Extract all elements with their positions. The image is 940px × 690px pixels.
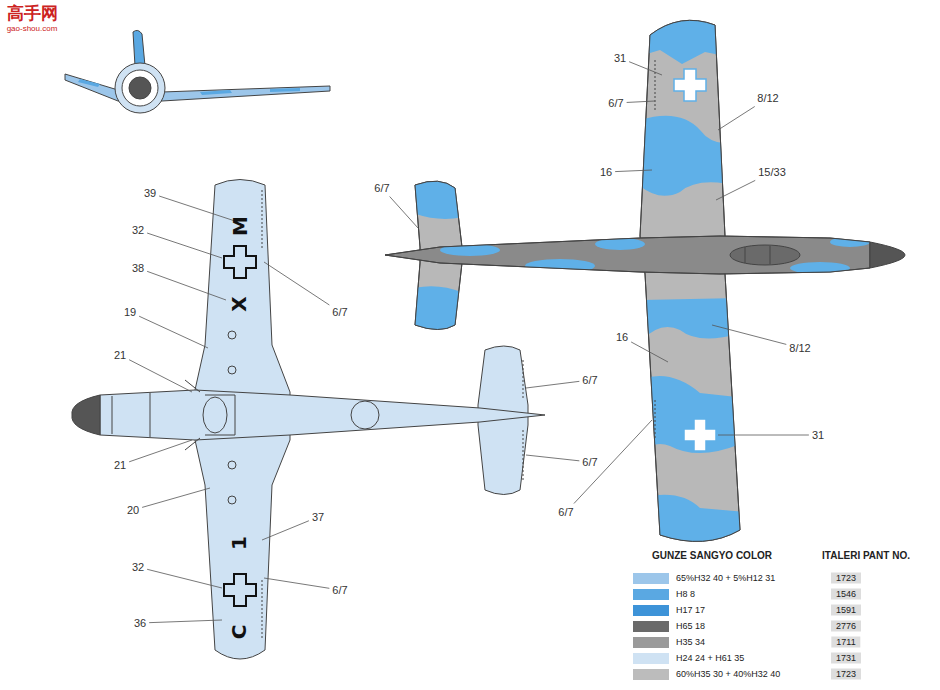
- leader-line: [159, 196, 238, 222]
- legend-text: 60%H35 30 + 40%H32 40: [676, 670, 780, 679]
- callout-number: 32: [132, 562, 144, 573]
- callout-number: 6/7: [582, 457, 597, 468]
- paint-number: 1731: [831, 653, 861, 664]
- color-swatch: [633, 621, 669, 632]
- paint-number: 1723: [831, 573, 861, 584]
- color-swatch: [633, 605, 669, 616]
- callout-number: 20: [127, 505, 139, 516]
- insignia-letter: C: [229, 625, 249, 640]
- paint-number: 2776: [831, 621, 861, 632]
- leader-line: [718, 435, 809, 436]
- legend-header: ITALERI PANT NO.: [822, 551, 910, 561]
- paint-number: 1546: [831, 589, 861, 600]
- callout-number: 21: [114, 350, 126, 361]
- color-swatch: [633, 589, 669, 600]
- paint-number: 1711: [831, 637, 860, 648]
- leader-line: [526, 381, 579, 388]
- legend-text: H17 17: [676, 606, 705, 615]
- watermark: 高手网: [7, 5, 58, 22]
- callout-number: 21: [114, 460, 126, 471]
- insignia-letter: X: [229, 296, 249, 311]
- leader-line: [629, 62, 662, 75]
- callout-number: 37: [312, 512, 324, 523]
- leader-line: [526, 455, 579, 461]
- callout-number: 6/7: [582, 375, 597, 386]
- leader-line: [716, 180, 755, 200]
- leader-line: [631, 342, 668, 362]
- callout-number: 6/7: [332, 585, 347, 596]
- paint-number: 1723: [831, 669, 861, 680]
- color-swatch: [633, 637, 669, 648]
- leader-line: [129, 360, 192, 392]
- leader-line: [142, 488, 210, 507]
- legend-header: GUNZE SANGYO COLOR: [652, 551, 772, 561]
- leader-line: [129, 440, 192, 462]
- color-swatch: [633, 669, 669, 680]
- callout-number: 38: [132, 263, 144, 274]
- leader-line: [149, 620, 222, 623]
- callout-number: 16: [616, 332, 628, 343]
- underside-view: [72, 180, 545, 660]
- front-view: [65, 30, 330, 113]
- leader-line: [139, 316, 208, 348]
- callout-number: 15/33: [758, 167, 786, 178]
- leader-line: [147, 233, 222, 258]
- leader-line: [712, 325, 786, 344]
- leader-line: [264, 578, 329, 588]
- leader-line: [627, 101, 655, 102]
- callout-number: 6/7: [558, 507, 573, 518]
- callout-number: 31: [614, 53, 626, 64]
- leader-line: [718, 107, 755, 131]
- callout-number: 16: [600, 167, 612, 178]
- leader-line: [147, 569, 222, 588]
- callout-number: 39: [144, 188, 156, 199]
- legend-text: H8 8: [676, 590, 695, 599]
- callout-number: 31: [812, 430, 824, 441]
- leader-line: [390, 197, 418, 229]
- callout-number: 36: [134, 618, 146, 629]
- leader-line: [574, 420, 652, 504]
- callout-number: 6/7: [332, 307, 347, 318]
- watermark: gao-shou.com: [7, 25, 58, 33]
- color-swatch: [633, 653, 669, 664]
- paint-number: 1591: [831, 605, 861, 616]
- callout-number: 6/7: [374, 183, 389, 194]
- insignia-letter: 1: [229, 536, 249, 550]
- leader-line: [615, 170, 652, 172]
- callout-number: 32: [132, 225, 144, 236]
- legend-text: 65%H32 40 + 5%H12 31: [676, 574, 775, 583]
- leader-line: [264, 262, 329, 305]
- legend-text: H35 34: [676, 638, 705, 647]
- legend-text: H24 24 + H61 35: [676, 654, 744, 663]
- insignia-letter: M: [230, 216, 250, 236]
- legend-text: H65 18: [676, 622, 705, 631]
- color-swatch: [633, 573, 669, 584]
- callout-number: 19: [124, 307, 136, 318]
- callout-number: 6/7: [608, 98, 623, 109]
- leader-line: [262, 521, 309, 540]
- callout-number: 8/12: [789, 343, 810, 354]
- top-view: [385, 10, 905, 560]
- callout-number: 8/12: [757, 93, 778, 104]
- leader-line: [147, 271, 226, 300]
